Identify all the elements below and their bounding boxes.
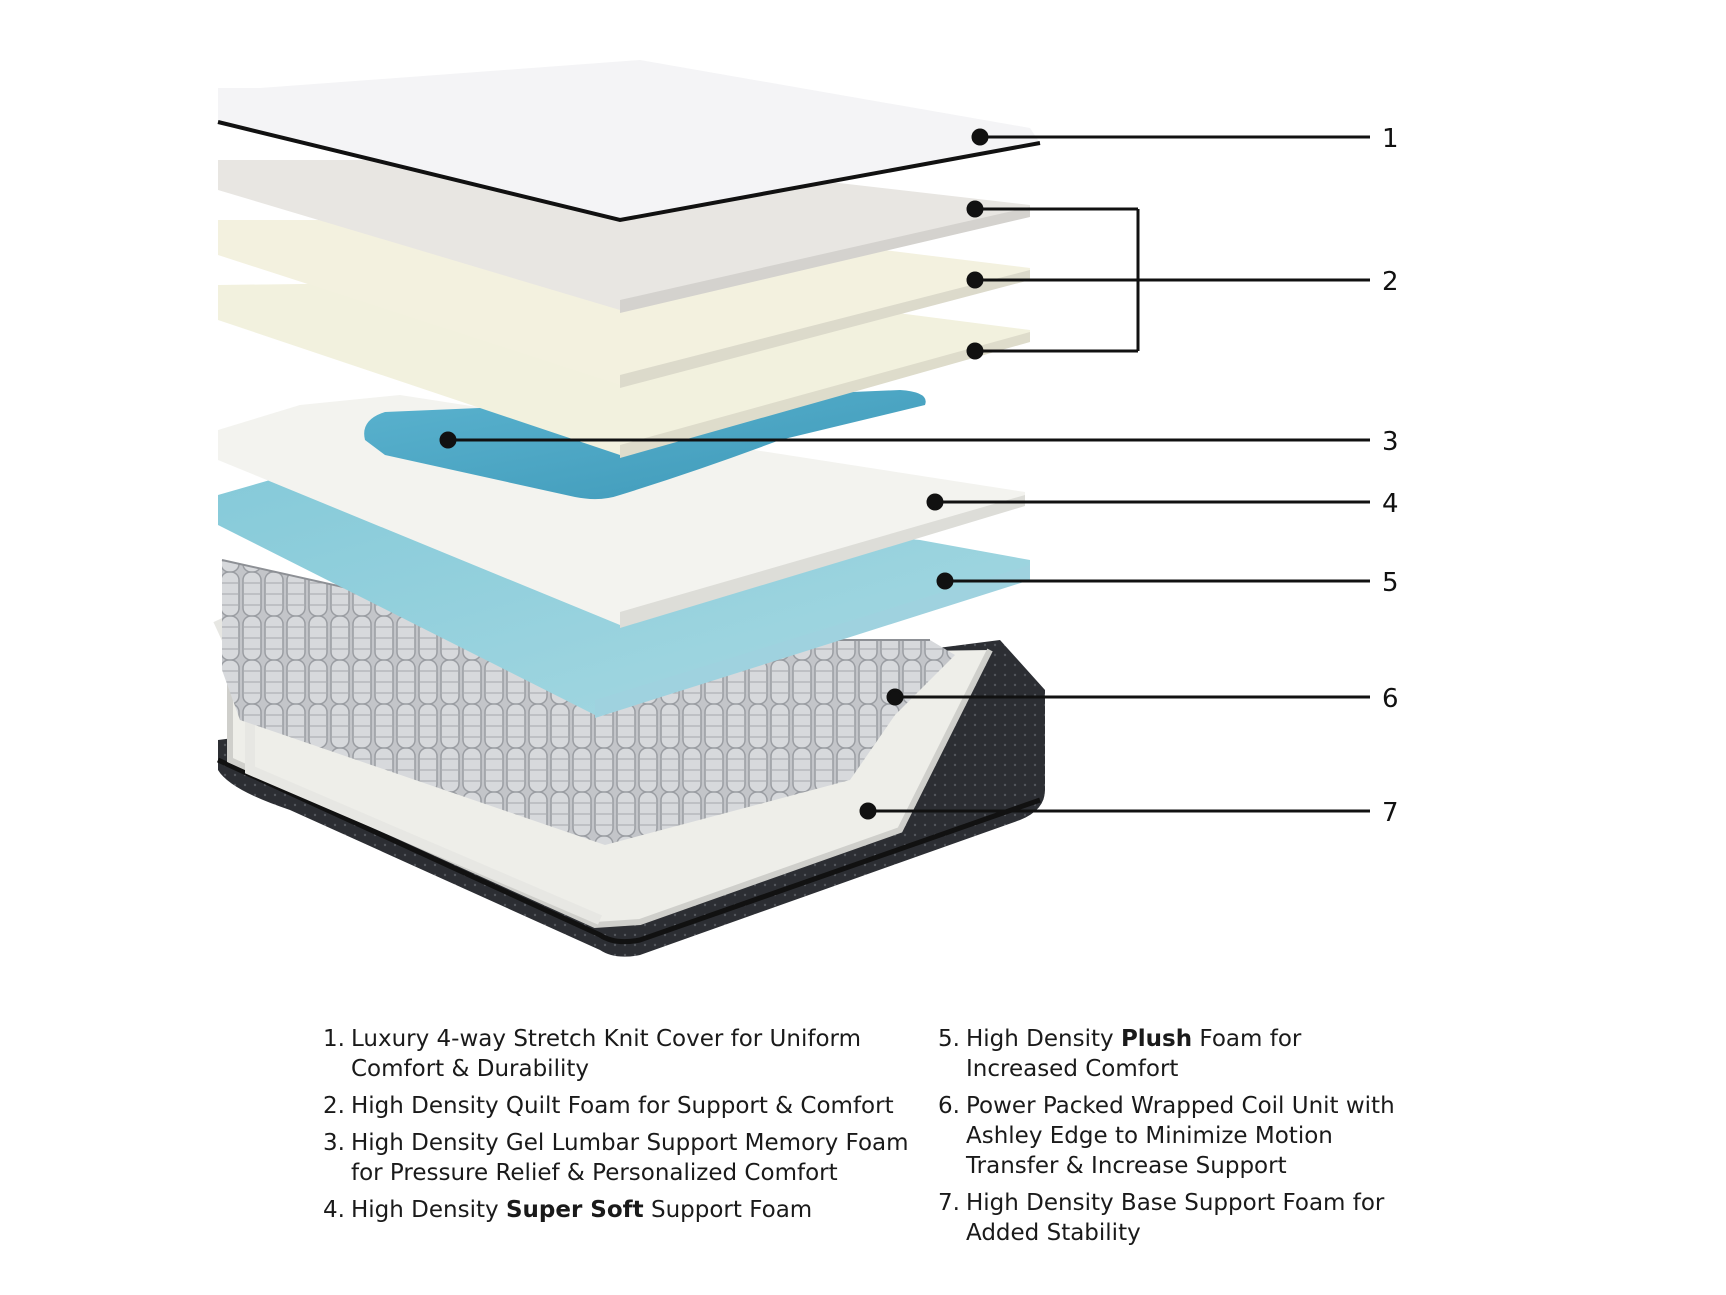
callout-leaders	[439, 128, 1370, 820]
legend-item-6: 6. Power Packed Wrapped Coil Unit with A…	[938, 1093, 1395, 1179]
callout-number-1: 1	[1382, 124, 1399, 154]
legend-item-4: 4. High Density Super Soft Support Foam	[323, 1197, 813, 1223]
knit-cover-layer	[217, 60, 1041, 223]
legend-item-3: 3. High Density Gel Lumbar Support Memor…	[323, 1130, 909, 1186]
legend-item-1: 1. Luxury 4-way Stretch Knit Cover for U…	[323, 1026, 861, 1082]
legend-column-left: 1. Luxury 4-way Stretch Knit Cover for U…	[323, 1024, 923, 1232]
callout-number-2: 2	[1382, 267, 1399, 297]
legend-item-2: 2. High Density Quilt Foam for Support &…	[323, 1093, 894, 1119]
callout-number-4: 4	[1382, 489, 1399, 519]
legend-item-5: 5. High Density Plush Foam for Increased…	[938, 1026, 1302, 1082]
callout-number-7: 7	[1382, 798, 1399, 828]
callout-number-5: 5	[1382, 568, 1399, 598]
mattress-layers-diagram: 1 2 3 4 5 6 7	[213, 60, 1399, 957]
callout-number-3: 3	[1382, 427, 1399, 457]
callout-number-6: 6	[1382, 684, 1399, 714]
quilt-foam-layer-1	[218, 160, 1030, 313]
legend-column-right: 5. High Density Plush Foam for Increased…	[938, 1024, 1418, 1255]
legend-item-7: 7. High Density Base Support Foam for Ad…	[938, 1190, 1385, 1246]
